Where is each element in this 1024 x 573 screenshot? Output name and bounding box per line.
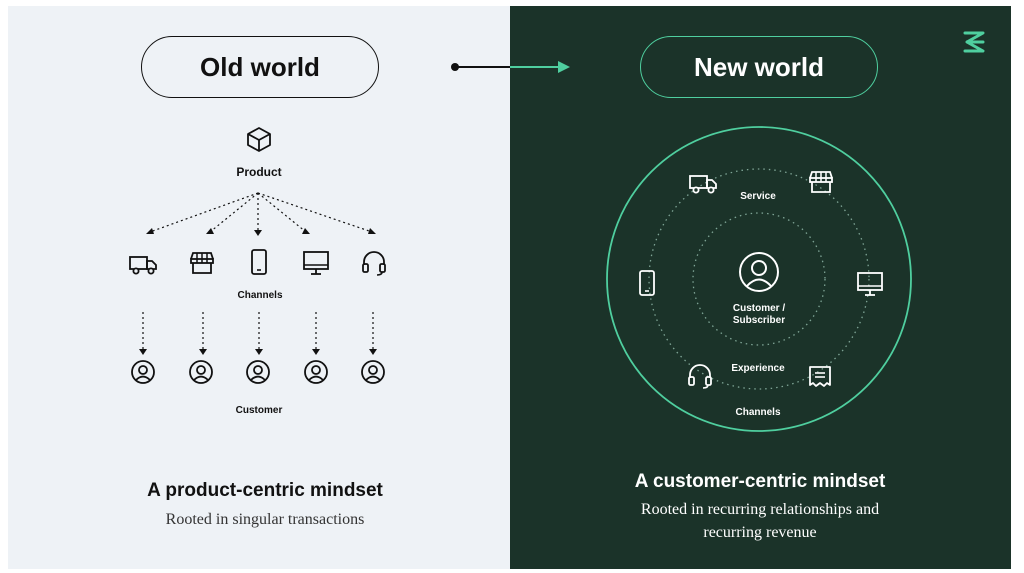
truck-icon: [129, 256, 157, 275]
service-label: Service: [740, 191, 776, 202]
connector-arrowhead: [558, 61, 570, 73]
middle-ring: [648, 168, 870, 390]
new-world-pill: New world: [640, 36, 878, 98]
outer-ring: [606, 126, 912, 432]
product-fan-arrowheads: [146, 228, 376, 236]
product-box-icon: [247, 127, 271, 152]
right-subtext-line2: recurring revenue: [703, 524, 817, 541]
monitor-icon: [303, 251, 329, 275]
channel-arrowheads: [139, 349, 377, 355]
customer-avatar-icon: [361, 360, 385, 384]
product-fan-arrows: [149, 192, 373, 233]
customer-avatar-icon: [131, 360, 155, 384]
customer-label: Customer: [235, 405, 283, 416]
brand-logo-icon: [963, 31, 985, 53]
left-heading: A product-centric mindset: [147, 480, 383, 501]
left-subtext: Rooted in singular transactions: [165, 511, 365, 528]
channels-label-right: Channels: [735, 407, 781, 418]
headset-icon: [688, 364, 712, 389]
customer-avatar-icon: [304, 360, 328, 384]
smartphone-icon: [639, 270, 655, 296]
truck-icon: [689, 175, 717, 194]
inner-ring: [692, 212, 826, 346]
monitor-icon: [857, 272, 883, 296]
receipt-icon: [809, 366, 831, 387]
new-world-panel: [510, 6, 1011, 569]
storefront-icon: [809, 171, 833, 193]
old-world-pill: Old world: [141, 36, 379, 98]
subscriber-avatar-icon: [739, 252, 779, 292]
right-heading: A customer-centric mindset: [634, 471, 886, 492]
smartphone-icon: [251, 249, 267, 275]
headset-icon: [362, 251, 386, 276]
storefront-icon: [190, 252, 214, 274]
product-label: Product: [236, 165, 282, 179]
center-label-line1: Customer /: [732, 303, 786, 314]
channels-label-left: Channels: [237, 290, 283, 301]
experience-label: Experience: [731, 363, 785, 374]
customer-avatar-icon: [189, 360, 213, 384]
center-label-line2: Subscriber: [732, 315, 786, 326]
channel-arrows: [142, 312, 374, 350]
right-subtext-line1: Rooted in recurring relationships and: [640, 501, 880, 518]
old-world-panel: [8, 6, 510, 569]
customer-avatar-icon: [246, 360, 270, 384]
